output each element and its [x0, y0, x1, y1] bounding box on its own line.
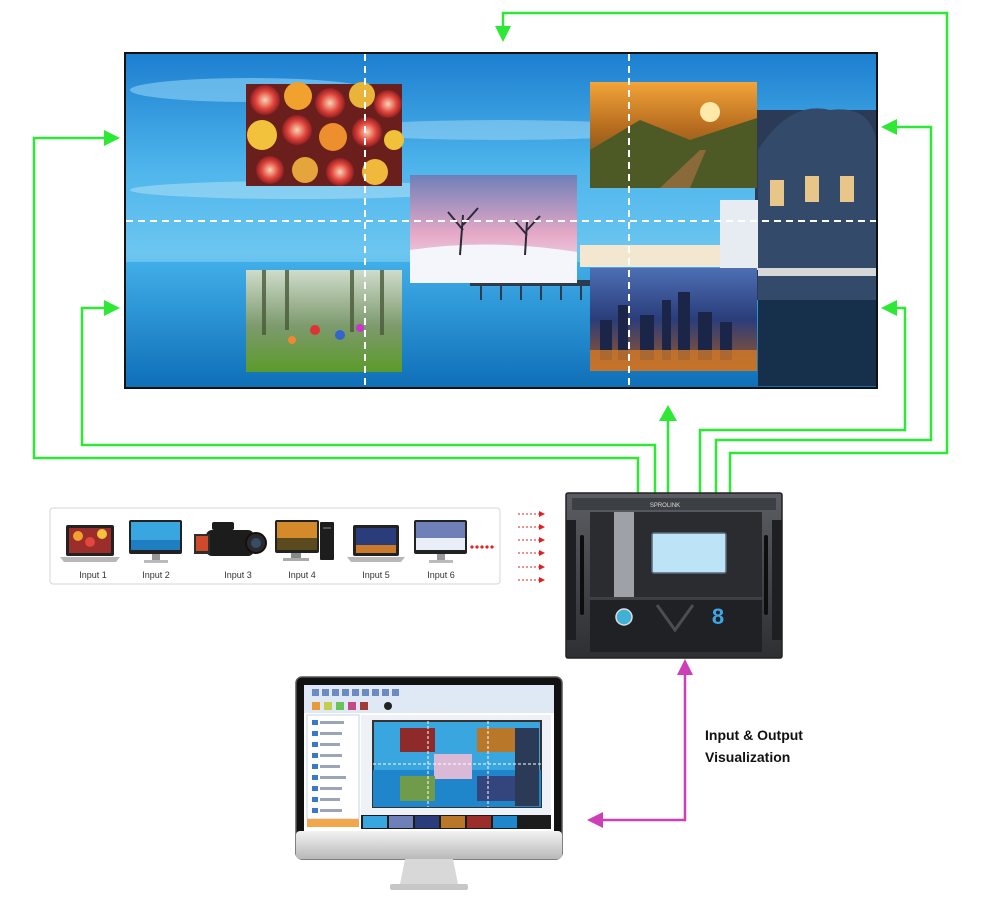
- more-inputs-ellipsis: [470, 545, 494, 549]
- laptop-icon: [347, 525, 405, 562]
- wall-window-city: [590, 268, 757, 371]
- desktop-pc-icon: [275, 520, 334, 561]
- wall-window-snow: [410, 175, 577, 283]
- input-label-1: Input 1: [79, 570, 107, 580]
- device-logo-number: 8: [712, 604, 724, 629]
- video-wall: [124, 52, 878, 389]
- input-label-4: Input 4: [288, 570, 316, 580]
- input-label-5: Input 5: [362, 570, 390, 580]
- annotation-line-2: Visualization: [705, 749, 790, 765]
- monitor-icon: [129, 520, 182, 563]
- laptop-icon: [60, 525, 120, 562]
- annotation-line-1: Input & Output: [705, 727, 803, 743]
- input-label-3: Input 3: [224, 570, 252, 580]
- input-arrowheads: [539, 511, 545, 583]
- computer-monitor-icon: [295, 676, 563, 890]
- monitor-icon: [414, 520, 467, 563]
- camcorder-icon: [194, 522, 267, 556]
- wall-window-sunset: [590, 82, 757, 188]
- input-arrows: [518, 513, 540, 581]
- wall-window-fruits: [246, 82, 404, 186]
- input-label-2: Input 2: [142, 570, 170, 580]
- video-processor-icon: 8 SPROLINK: [565, 492, 783, 659]
- output-connectors: [32, 11, 949, 495]
- input-panel: Input 1 Input 2 Input 3 Input 4 Input 5 …: [49, 507, 501, 585]
- control-connector: [587, 659, 693, 828]
- input-label-6: Input 6: [427, 570, 455, 580]
- output-arrowheads: [104, 26, 897, 421]
- wall-window-forest: [246, 270, 402, 372]
- device-brand: SPROLINK: [650, 503, 680, 509]
